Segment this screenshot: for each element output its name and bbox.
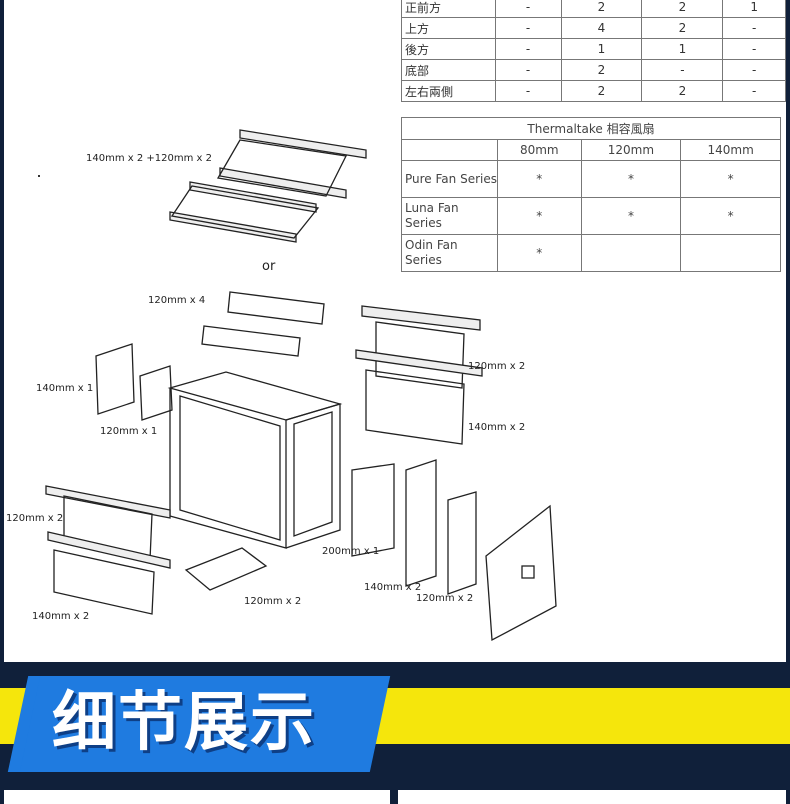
cell: 2: [560, 80, 643, 102]
bottom-left-fans: [45, 485, 171, 615]
table-row: 上方 - 4 2 -: [401, 17, 786, 39]
left-fans: [95, 343, 173, 421]
label-left-140x1: 140mm x 1: [36, 383, 94, 394]
label-left-120x1: 120mm x 1: [100, 426, 158, 437]
table-header-row: 80mm 120mm 140mm: [401, 139, 781, 161]
label-bottom-120x2: 120mm x 2: [244, 596, 302, 607]
label-right-140x2: 140mm x 2: [468, 422, 526, 433]
fan-layout-illustration: [45, 129, 557, 642]
label-front-120x2: 120mm x 2: [416, 593, 474, 604]
label-top-120x4: 120mm x 4: [148, 295, 206, 306]
fan-series-name: Luna Fan Series: [401, 197, 498, 235]
table-row: Pure Fan Series * * *: [401, 160, 781, 198]
cell: 2: [641, 80, 724, 102]
row-label: 左右兩側: [401, 80, 496, 102]
fan-position-table: 正前方 - 2 2 1 上方 - 4 2 - 後方 - 1 1 - 底部: [401, 0, 786, 102]
header-cell: 80mm: [497, 139, 582, 161]
table-row: 左右兩側 - 2 2 -: [401, 80, 786, 102]
fan-series-name: Pure Fan Series: [401, 160, 498, 198]
row-label: 底部: [401, 59, 496, 81]
bottom-panel-left: [4, 790, 390, 804]
fan-series-name: Odin Fan Series: [401, 234, 498, 272]
top-fans: [201, 291, 325, 357]
product-detail-panel: 正前方 - 2 2 1 上方 - 4 2 - 後方 - 1 1 - 底部: [4, 0, 786, 662]
bottom-fans: [184, 547, 268, 591]
row-label: 後方: [401, 38, 496, 60]
bottom-panel-right: [398, 790, 786, 804]
right-fans: [355, 305, 483, 445]
cell: [680, 234, 781, 272]
front-fans: [351, 459, 477, 595]
compatible-fans-table: Thermaltake 相容風扇 80mm 120mm 140mm Pure F…: [401, 117, 781, 272]
table-row: 後方 - 1 1 -: [401, 38, 786, 60]
label-right-120x2: 120mm x 2: [468, 361, 526, 372]
label-front-200x1: 200mm x 1: [322, 546, 380, 557]
table-row: 底部 - 2 - -: [401, 59, 786, 81]
section-title: 细节展示: [52, 686, 316, 760]
cell: *: [497, 234, 582, 272]
label-front-140x2: 140mm x 2: [364, 582, 422, 593]
cell: *: [497, 160, 582, 198]
cell: *: [680, 160, 781, 198]
cell: -: [722, 80, 786, 102]
label-bottomleft-140x2: 140mm x 2: [32, 611, 90, 622]
chassis: [167, 371, 343, 549]
label-top-option: 140mm x 2 +120mm x 2: [86, 153, 212, 164]
row-label: 上方: [401, 17, 496, 39]
front-panel: [485, 504, 557, 642]
stray-dot: [38, 175, 40, 177]
top-bracket-group: [169, 129, 367, 243]
table-row: Odin Fan Series *: [401, 234, 781, 272]
label-or: or: [262, 259, 276, 274]
label-bottomleft-120x2: 120mm x 2: [6, 513, 64, 524]
